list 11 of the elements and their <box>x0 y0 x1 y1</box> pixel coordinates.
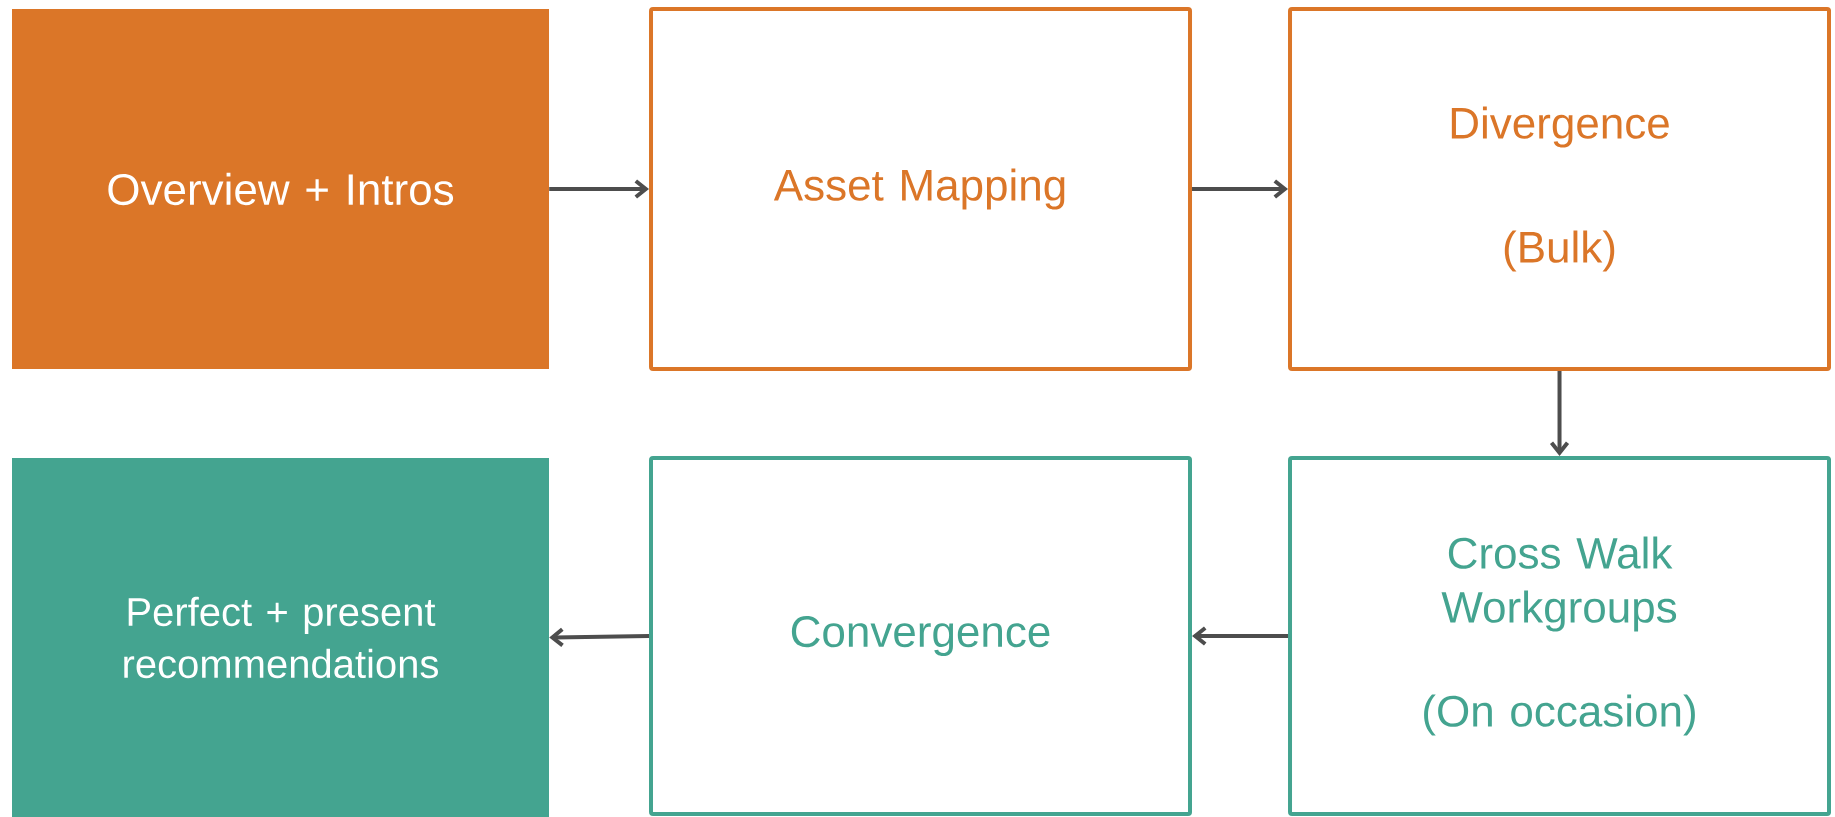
arrow <box>549 179 649 199</box>
arrow <box>549 627 650 647</box>
process-box: Perfect + present recommendations <box>12 458 549 817</box>
arrow <box>1549 371 1570 456</box>
process-box: Overview + Intros <box>12 9 549 369</box>
process-box: Divergence (Bulk) <box>1288 7 1831 371</box>
process-box: Convergence <box>649 456 1192 816</box>
arrow <box>1192 626 1288 646</box>
process-box: Cross Walk Workgroups (On occasion) <box>1288 456 1831 816</box>
process-box: Asset Mapping <box>649 7 1192 371</box>
arrow <box>1192 179 1289 199</box>
